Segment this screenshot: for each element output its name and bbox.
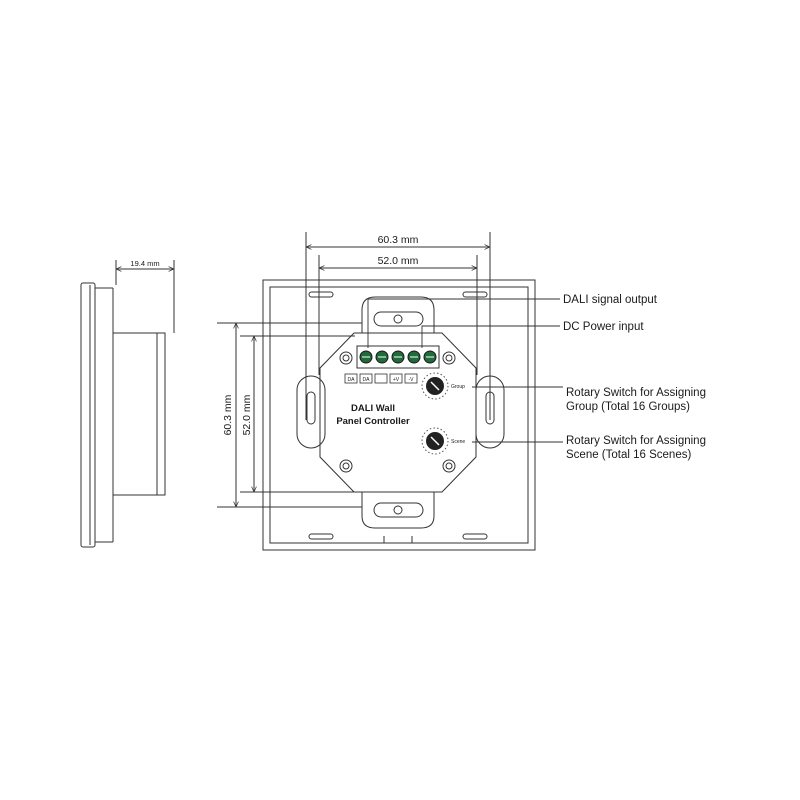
device-title-line2: Panel Controller [336, 416, 410, 427]
device-title-line1: DALI Wall [351, 403, 395, 414]
terminal-label-box-3 [374, 373, 388, 384]
outer-height-label: 60.3 mm [222, 394, 234, 435]
dimension-lines [217, 232, 490, 507]
rotary-switch-group [421, 372, 449, 400]
rotary-switch-group-ticks [421, 372, 449, 400]
scene-switch-callout-line2: Scene (Total 16 Scenes) [566, 449, 691, 461]
rotary-switch-scene-ticks [421, 427, 449, 455]
side-view-body [112, 332, 166, 496]
front-view [262, 279, 536, 551]
mount-slot-bottom [373, 502, 424, 518]
inner-height-label: 52.0 mm [241, 394, 253, 435]
callout-leaders [367, 298, 563, 443]
mount-ear-top [361, 296, 435, 333]
outer-width-label: 60.3 mm [378, 234, 419, 246]
dc-power-callout: DC Power input [563, 321, 644, 333]
mount-keyhole-right [485, 391, 495, 425]
dc-power-leader [421, 325, 560, 348]
front-plate-inner [269, 286, 529, 544]
inner-width-label: 52.0 mm [378, 255, 419, 267]
corner-slot-bottom-right [462, 533, 488, 540]
dali-signal-leader [367, 298, 560, 348]
corner-slot-bottom-left [308, 533, 334, 540]
terminal-label-box-2 [359, 373, 373, 384]
module-screw-bottom-left [339, 459, 353, 473]
dali-signal-callout: DALI signal output [563, 294, 658, 306]
mount-screw-bottom [393, 505, 403, 515]
group-switch-callout-line2: Group (Total 16 Groups) [566, 401, 690, 413]
terminal-label-2: DA [363, 377, 371, 383]
module-screw-bottom-right [442, 459, 456, 473]
scene-switch-callout-line1: Rotary Switch for Assigning [566, 435, 706, 447]
rotary-switch-scene [421, 427, 449, 455]
terminal-label-5: -V [409, 377, 415, 383]
mount-ear-left [296, 375, 326, 449]
corner-slot-top-right [462, 291, 488, 298]
side-depth-label: 19.4 mm [130, 259, 159, 268]
mount-slot-top [373, 311, 424, 327]
terminal-labels [344, 373, 418, 384]
module-screw-top-right [442, 351, 456, 365]
terminal-label-4: +V [393, 377, 400, 383]
group-switch-callout-line1: Rotary Switch for Assigning [566, 387, 706, 399]
side-view-plate [80, 282, 96, 548]
module-body [319, 332, 477, 493]
module-screw-bottom-left-inner [342, 462, 350, 470]
terminal-label-box-1 [344, 373, 358, 384]
terminal-block [356, 345, 440, 369]
module-screw-top-left [339, 351, 353, 365]
terminal-label-box-5 [404, 373, 418, 384]
module-screw-top-right-inner [445, 354, 453, 362]
module-screw-bottom-right-inner [445, 462, 453, 470]
terminal-screws [359, 350, 437, 364]
mount-keyhole-left [306, 391, 316, 425]
side-view [80, 260, 174, 548]
front-plate-outer [262, 279, 536, 551]
corner-slot-top-left [308, 291, 334, 298]
mount-ear-bottom [361, 492, 435, 529]
rotary-switch-scene-label: Scene [451, 439, 465, 445]
terminal-label-box-4 [389, 373, 403, 384]
terminal-label-1: DA [348, 377, 356, 383]
rotary-switch-group-label: Group [451, 384, 465, 390]
module-screw-top-left-inner [342, 354, 350, 362]
mount-screw-top [393, 314, 403, 324]
